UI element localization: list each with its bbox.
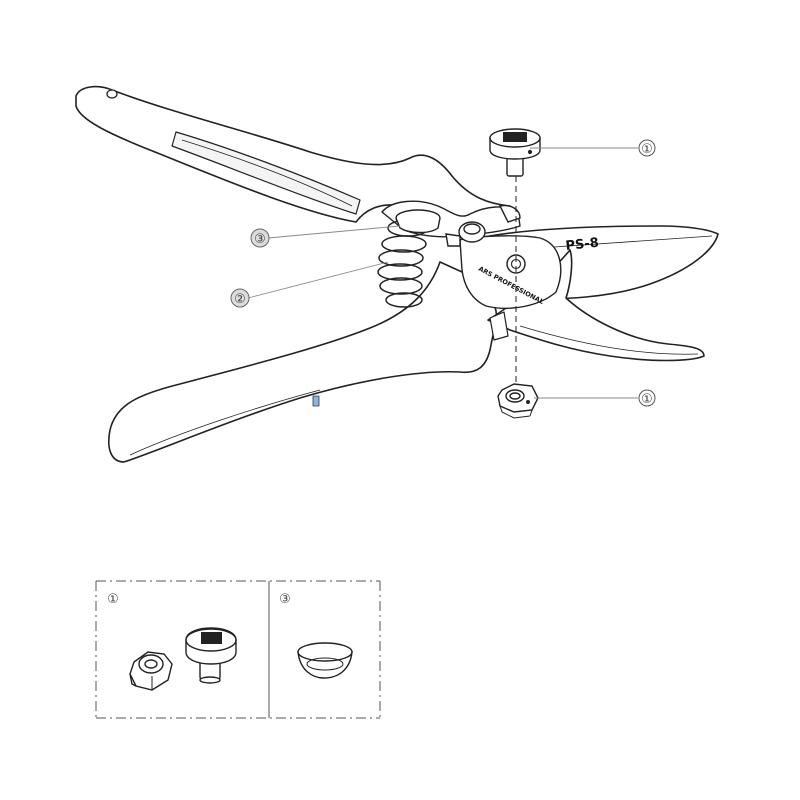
inset-nut [129, 651, 173, 691]
lock-indicator-icon [312, 395, 320, 407]
inset-bolt-logo-icon [201, 632, 222, 644]
blades [459, 225, 719, 362]
pivot-bolt [489, 128, 541, 177]
callout-bolt: ① [530, 139, 656, 157]
callout-spring-cap-label: ③ [254, 232, 266, 247]
pivot-roller [445, 204, 521, 247]
blade-model-text: PS-8 [565, 236, 600, 254]
spring-cap [395, 209, 441, 234]
upper-handle [75, 85, 521, 238]
callout-spring-label: ② [234, 292, 246, 307]
inset-bolt [185, 627, 237, 684]
callout-nut: ① [534, 389, 656, 407]
callout-nut-label: ① [641, 392, 653, 407]
parts-inset: ① ③ [95, 580, 381, 719]
inset-panel-3-label: ③ [279, 592, 291, 607]
inset-panel-1-label: ① [107, 592, 119, 607]
callout-spring: ② [230, 261, 389, 308]
bolt-logo-icon [503, 132, 527, 142]
callout-bolt-label: ① [641, 142, 653, 157]
callout-spring-cap: ③ [250, 225, 401, 248]
pivot-nut [497, 383, 539, 419]
inset-spring-cap [297, 642, 353, 679]
lower-handle [108, 261, 498, 463]
